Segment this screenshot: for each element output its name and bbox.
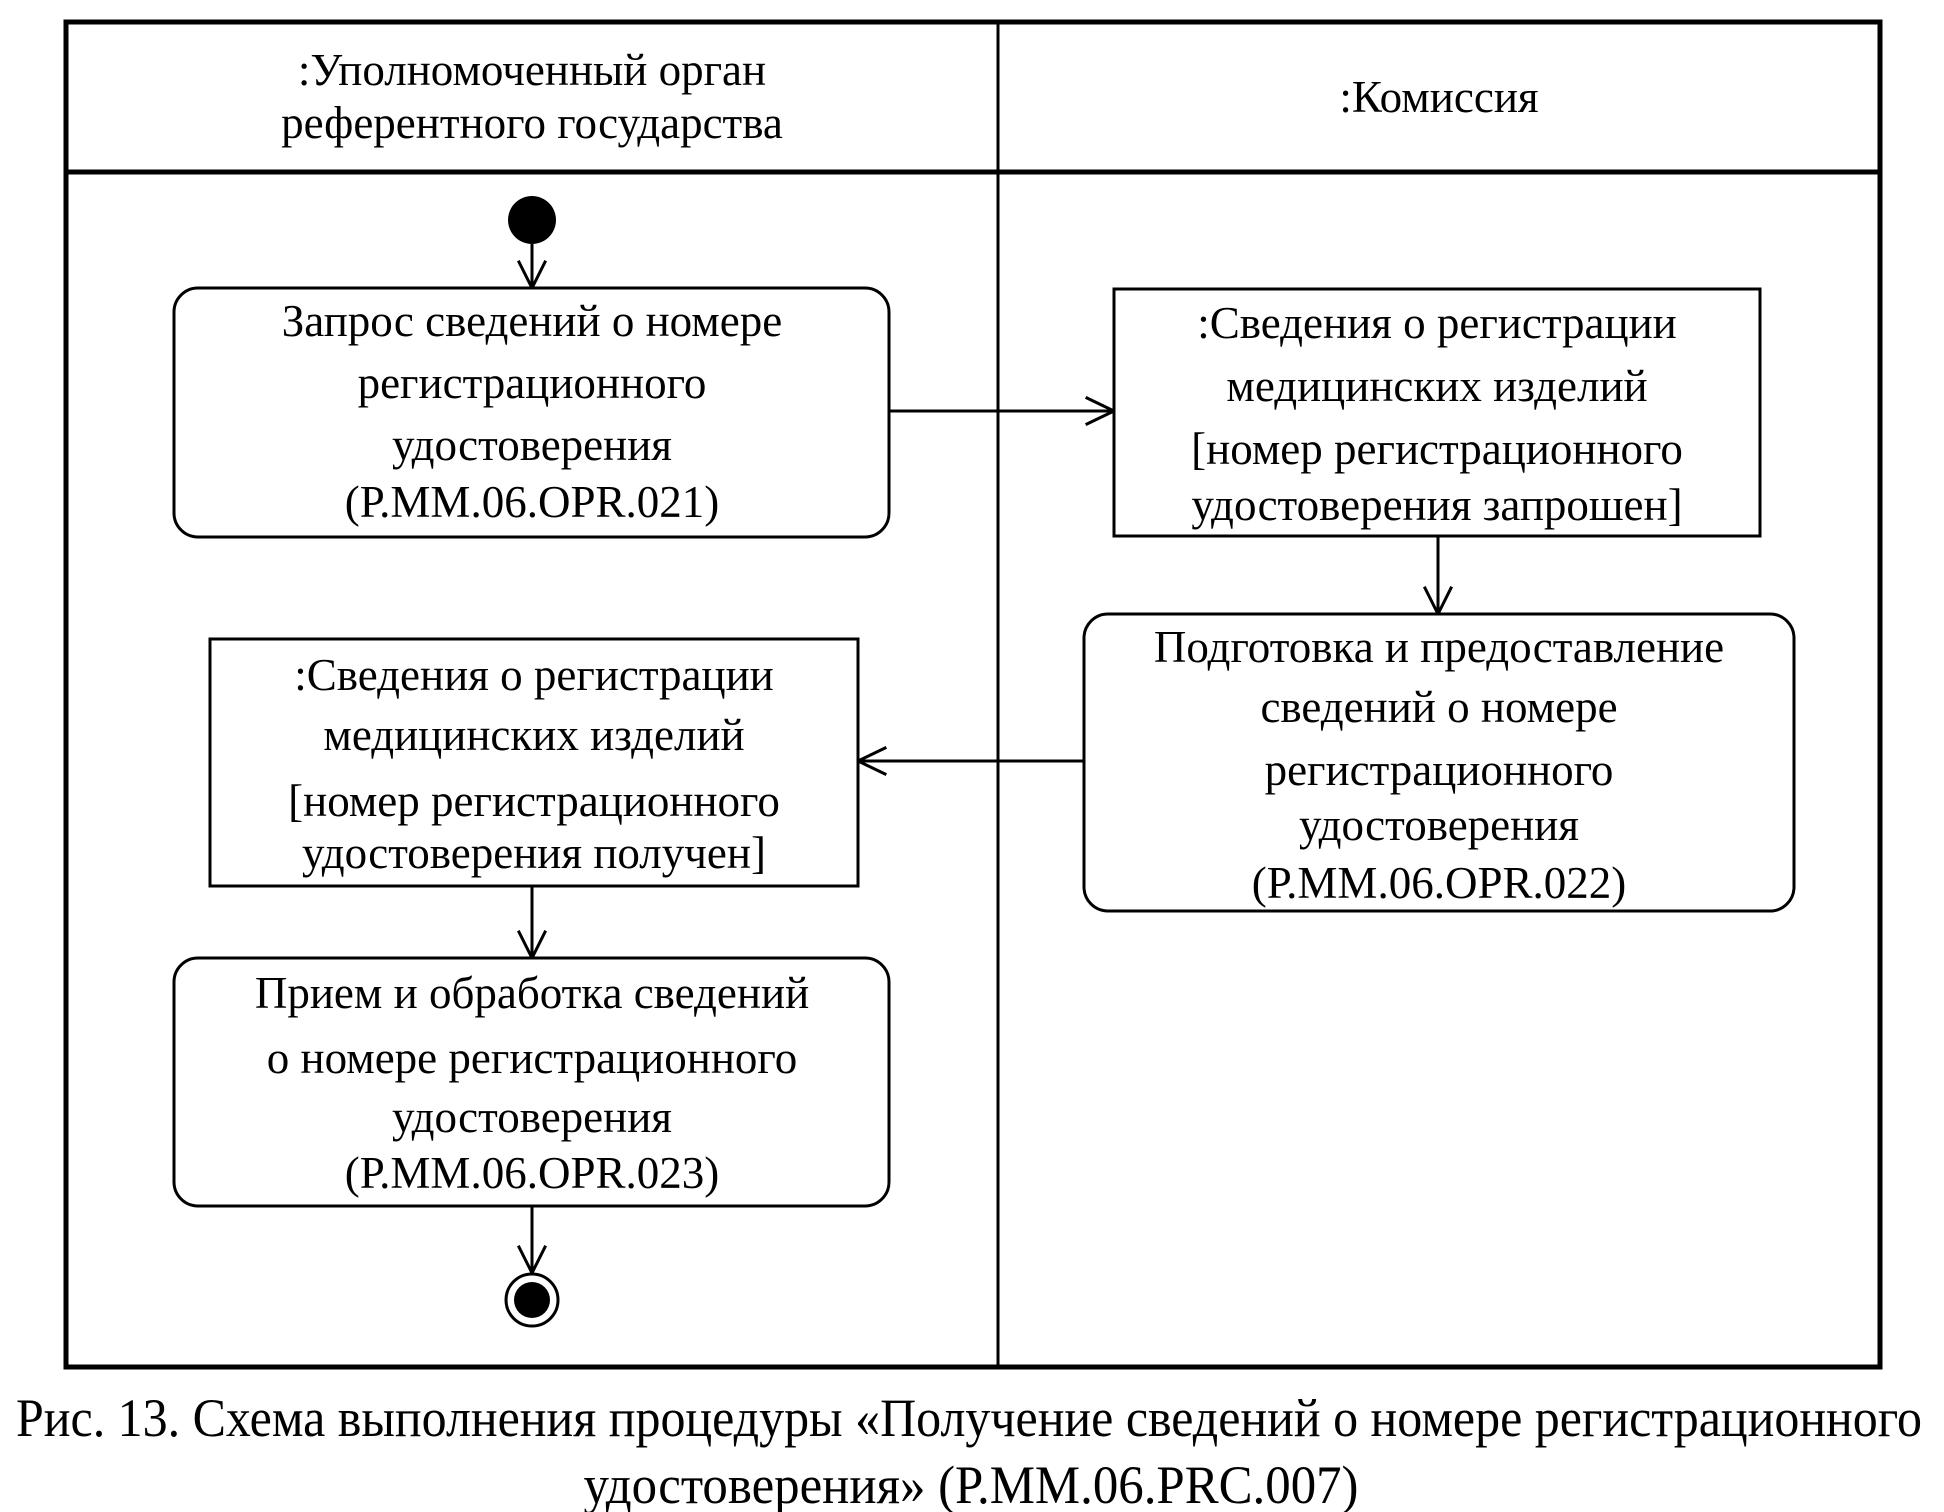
- swimlane-frame: [63, 19, 1883, 1370]
- swimlane-title-line: референтного государства: [281, 98, 783, 148]
- action-text-line: Запрос сведений о номере: [282, 296, 782, 346]
- initial-node: [508, 196, 556, 244]
- caption-line: Рис. 13. Схема выполнения процедуры «Пол…: [16, 1388, 1922, 1448]
- flow-arrow-object-to-prepare: [1422, 536, 1454, 618]
- action-text-line: Подготовка и предоставление: [1154, 622, 1724, 672]
- action-text-line: (Р.ММ.06.OPR.021): [345, 477, 719, 527]
- object-node-received: :Сведения о регистрации медицинских изде…: [208, 637, 860, 888]
- flow-arrow-prepare-to-object: [854, 745, 1084, 777]
- object-text-line: :Сведения о регистрации: [1197, 298, 1677, 348]
- object-text-line: :Сведения о регистрации: [294, 650, 774, 700]
- action-text-line: Прием и обработка сведений: [255, 968, 809, 1018]
- object-box: [1112, 287, 1762, 538]
- action-text-line: регистрационного: [1265, 745, 1614, 795]
- object-text-line: [номер регистрационного: [288, 776, 780, 826]
- action-text-line: регистрационного: [358, 358, 707, 408]
- flow-arrow-initial-to-request: [516, 244, 548, 292]
- object-text-line: медицинских изделий: [323, 710, 744, 760]
- final-node: [504, 1272, 560, 1328]
- action-node-prepare: Подготовка и предоставление сведений о н…: [1082, 612, 1796, 913]
- caption-line: удостоверения» (Р.ММ.06.PRC.007): [584, 1455, 1359, 1512]
- object-text-line: удостоверения получен]: [302, 828, 766, 878]
- object-text-line: [номер регистрационного: [1191, 424, 1683, 474]
- action-text-line: (Р.ММ.06.OPR.022): [1252, 858, 1626, 908]
- flow-arrow-receive-to-final: [516, 1206, 548, 1277]
- flow-arrow-object-to-receive: [516, 886, 548, 962]
- action-text-line: сведений о номере: [1260, 682, 1617, 732]
- action-text-line: удостоверения: [1299, 800, 1579, 850]
- object-node-requested: :Сведения о регистрации медицинских изде…: [1112, 287, 1762, 538]
- action-text-line: (Р.ММ.06.OPR.023): [345, 1148, 719, 1198]
- action-text-line: удостоверения: [392, 420, 672, 470]
- object-box: [208, 637, 860, 888]
- action-text-line: о номере регистрационного: [267, 1033, 798, 1083]
- action-node-receive: Прием и обработка сведений о номере реги…: [172, 956, 891, 1208]
- swimlane-header-commission: :Комиссия: [1339, 72, 1538, 122]
- frame-border: [63, 19, 1883, 1370]
- action-text-line: удостоверения: [392, 1092, 672, 1142]
- swimlane-header-authority: :Уполномоченный орган референтного госуд…: [281, 45, 783, 148]
- figure-caption: Рис. 13. Схема выполнения процедуры «Пол…: [16, 1388, 1922, 1512]
- flow-arrow-request-to-object: [889, 395, 1118, 427]
- swimlane-title-line: :Комиссия: [1339, 72, 1538, 122]
- swimlane-title-line: :Уполномоченный орган: [298, 45, 766, 95]
- action-node-request: Запрос сведений о номере регистрационног…: [172, 286, 891, 539]
- object-text-line: медицинских изделий: [1226, 361, 1647, 411]
- object-text-line: удостоверения запрошен]: [1191, 480, 1682, 530]
- final-node-dot: [514, 1282, 550, 1318]
